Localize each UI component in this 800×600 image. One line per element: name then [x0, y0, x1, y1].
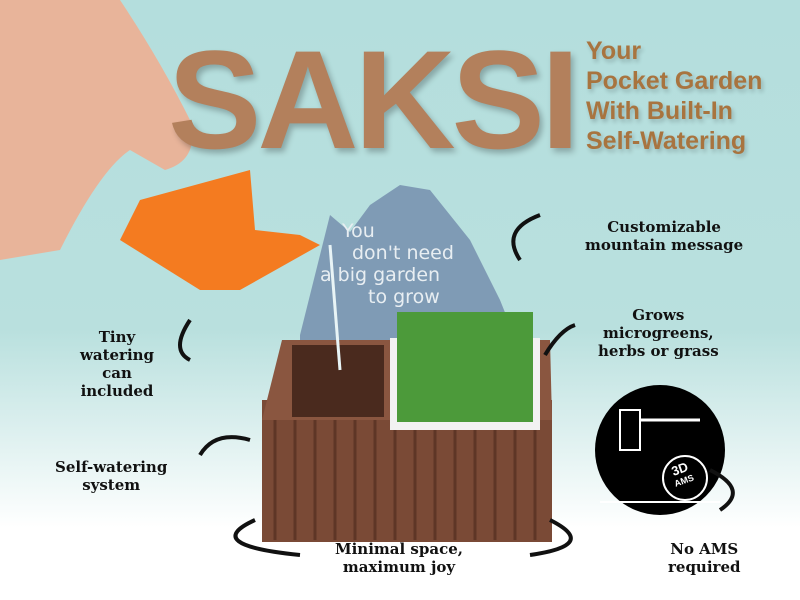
callout-can: Tiny watering can included [72, 328, 162, 400]
ams-circle [662, 455, 708, 501]
callout-line: watering [79, 346, 155, 364]
callout-line: herbs or grass [598, 342, 719, 360]
sign-line: to grow [368, 286, 440, 308]
callout-mountain: Customizable mountain message [585, 218, 743, 254]
callout-line: system [82, 476, 141, 494]
tagline-line: Self-Watering [586, 127, 747, 155]
callout-line: Tiny [98, 328, 136, 346]
callout-line: Self-watering [55, 458, 168, 476]
callout-line: Minimal space, [335, 540, 463, 558]
saksi-logo: SAKSI [168, 21, 580, 178]
callout-line: maximum joy [342, 558, 456, 576]
callout-line: required [668, 558, 741, 576]
sign-line: don't need [352, 242, 454, 264]
ams-badge [595, 385, 725, 515]
callout-line: Customizable [607, 218, 721, 236]
tagline-line: With Built-In [586, 97, 733, 125]
callout-line: can [102, 364, 132, 382]
callout-line: No AMS [670, 540, 739, 558]
hand [0, 0, 193, 260]
callout-line: mountain message [585, 236, 744, 254]
water-stream [328, 244, 342, 371]
callout-ams: No AMS required [668, 540, 740, 576]
sign-line: You [342, 220, 375, 242]
tagline-line: Your [586, 37, 642, 65]
grass [397, 312, 533, 422]
tagline: Your Pocket Garden With Built-In Self-Wa… [586, 36, 762, 156]
callout-grows: Grows microgreens, herbs or grass [598, 306, 719, 360]
callout-line: Grows [632, 306, 685, 324]
callout-space: Minimal space, maximum joy [335, 540, 463, 576]
watering-can [120, 170, 320, 290]
sign-line: a big garden [320, 264, 441, 286]
sign-message: You don't need a big garden to grow [320, 220, 454, 308]
callout-self-watering: Self-watering system [55, 458, 167, 494]
callout-line: included [80, 382, 154, 400]
printer-head-icon [619, 409, 641, 451]
callout-line: microgreens, [602, 324, 714, 342]
tagline-line: Pocket Garden [586, 67, 763, 95]
arrows [178, 213, 735, 557]
